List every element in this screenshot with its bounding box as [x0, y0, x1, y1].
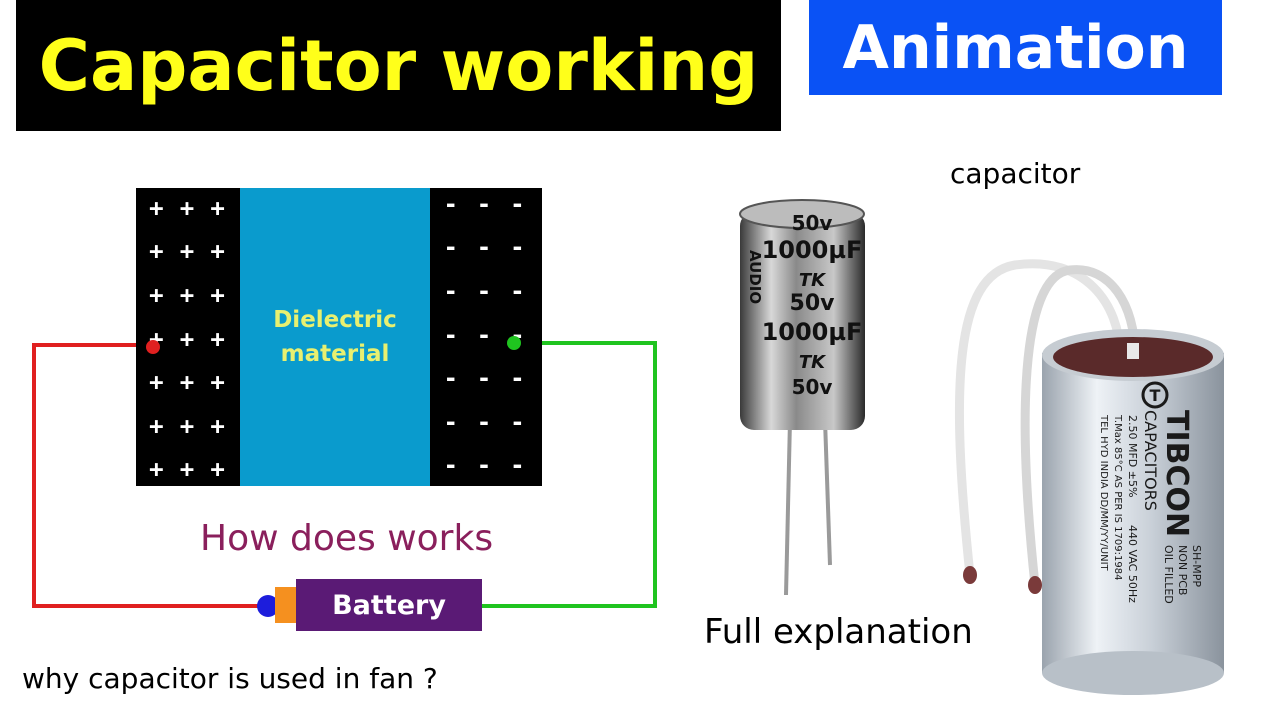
positive-charge: +: [179, 411, 195, 440]
battery-negative-dot: [257, 595, 279, 617]
run-capacitor-image: TIBCON CAPACITORS SH-MPP NON PCB OIL FIL…: [954, 259, 1224, 695]
marking-7: 50v: [792, 375, 833, 399]
positive-charge: +: [210, 237, 225, 266]
marking-4: 50v: [790, 291, 836, 316]
negative-charge: -: [476, 451, 492, 480]
positive-charge: +: [179, 324, 195, 353]
marking-3: TK: [799, 270, 827, 291]
electrolytic-lead-left: [784, 419, 792, 596]
marking-line-7: T.Max 85°C AS PER IS 1709:1984: [1112, 414, 1123, 580]
positive-charge: +: [179, 237, 195, 266]
negative-charge: -: [510, 276, 525, 305]
negative-charge: -: [476, 233, 492, 262]
positive-charge: +: [179, 368, 195, 397]
positive-plate: [136, 188, 240, 486]
page-title: Capacitor working: [38, 24, 759, 107]
negative-wire: [482, 341, 657, 608]
run-capacitor-wire-right: [1020, 265, 1140, 586]
electrolytic-markings: 50v 1000µF TK 50v 1000µF TK 50v AUDIO: [746, 211, 862, 399]
marking-line-5: 2.50 MFD ±5%: [1126, 415, 1139, 497]
battery-terminal: [275, 587, 300, 623]
positive-charge: +: [210, 368, 225, 397]
marking-line-4: OIL FILLED: [1162, 545, 1175, 604]
dielectric-label-line1: Dielectric: [273, 307, 397, 333]
negative-plate: [430, 188, 542, 486]
full-explanation-text: Full explanation: [704, 612, 973, 652]
marking-line-1: CAPACITORS: [1141, 410, 1160, 511]
electrolytic-body: [740, 212, 865, 430]
marking-1: 50v: [792, 211, 833, 235]
negative-charge: -: [443, 189, 458, 218]
animation-badge: Animation: [809, 0, 1222, 95]
negative-charge: -: [443, 276, 458, 305]
negative-charge: -: [476, 364, 492, 393]
battery-label: Battery: [332, 589, 446, 621]
negative-charge: -: [510, 364, 525, 393]
negative-charge: -: [476, 276, 492, 305]
positive-charge: +: [210, 324, 225, 353]
side-marking: AUDIO: [746, 250, 764, 304]
animation-badge-label: Animation: [842, 12, 1189, 83]
negative-charge: -: [476, 189, 492, 218]
negative-charge: -: [510, 407, 525, 436]
negative-charge: -: [443, 451, 458, 480]
brand-logo-letter: T: [1150, 386, 1161, 405]
negative-charge: -: [443, 320, 458, 349]
negative-charge: -: [476, 407, 492, 436]
title-banner: Capacitor working: [16, 0, 781, 131]
negative-terminal-dot: [507, 336, 521, 350]
negative-charge: -: [510, 189, 525, 218]
marking-line-2: SH-MPP: [1190, 545, 1203, 587]
brand-marking: TIBCON: [1159, 410, 1194, 537]
positive-charge: +: [149, 193, 164, 222]
dielectric-label-line2: material: [280, 341, 390, 367]
negative-charge: -: [510, 451, 525, 480]
marking-5: 1000µF: [762, 318, 863, 346]
positive-charge: +: [210, 193, 225, 222]
marking-2: 1000µF: [762, 236, 863, 264]
electrolytic-lead-right: [823, 419, 832, 566]
run-capacitor-body: [1042, 353, 1224, 673]
brand-logo-icon: [1141, 381, 1169, 409]
positive-charge: +: [149, 411, 164, 440]
wire-tip-right: [1028, 576, 1042, 594]
question-text: why capacitor is used in fan ?: [22, 662, 438, 695]
positive-charge: +: [210, 455, 225, 484]
positive-charge: +: [179, 280, 195, 309]
electrolytic-capacitor-image: 50v 1000µF TK 50v 1000µF TK 50v AUDIO: [739, 199, 865, 596]
run-capacitor-bottom: [1042, 651, 1224, 695]
run-capacitor-wire-left: [954, 259, 1125, 576]
negative-charge: -: [443, 364, 458, 393]
battery: Battery: [296, 579, 482, 631]
positive-charge: +: [149, 280, 164, 309]
positive-charge: +: [210, 411, 225, 440]
positive-wire: [32, 343, 268, 608]
positive-charge: +: [179, 455, 195, 484]
run-capacitor-stud: [1127, 343, 1139, 359]
positive-terminal-dot: [146, 340, 160, 354]
positive-charge: +: [179, 193, 195, 222]
negative-charge: -: [476, 320, 492, 349]
positive-charge: +: [149, 455, 164, 484]
marking-line-6: 440 VAC 50Hz: [1126, 525, 1139, 603]
capacitor-label: capacitor: [950, 157, 1081, 190]
how-caption: How does works: [200, 518, 494, 559]
wire-tip-left: [963, 566, 977, 584]
marking-6: TK: [799, 352, 827, 373]
positive-charge: +: [210, 280, 225, 309]
negative-charge: -: [443, 407, 458, 436]
positive-charges: +++++++++++++++++++++: [141, 186, 233, 491]
negative-charge: -: [510, 233, 525, 262]
negative-charge: -: [443, 233, 458, 262]
positive-charge: +: [149, 368, 164, 397]
dielectric-material: Dielectric material: [240, 188, 430, 486]
positive-charge: +: [149, 237, 164, 266]
marking-line-3: NON PCB: [1176, 545, 1189, 595]
marking-line-8: TEL HYD INDIA DD/MM/YY/UNIT: [1098, 414, 1109, 572]
run-capacitor-markings: TIBCON CAPACITORS SH-MPP NON PCB OIL FIL…: [1098, 410, 1203, 604]
electrolytic-top: [739, 199, 865, 229]
